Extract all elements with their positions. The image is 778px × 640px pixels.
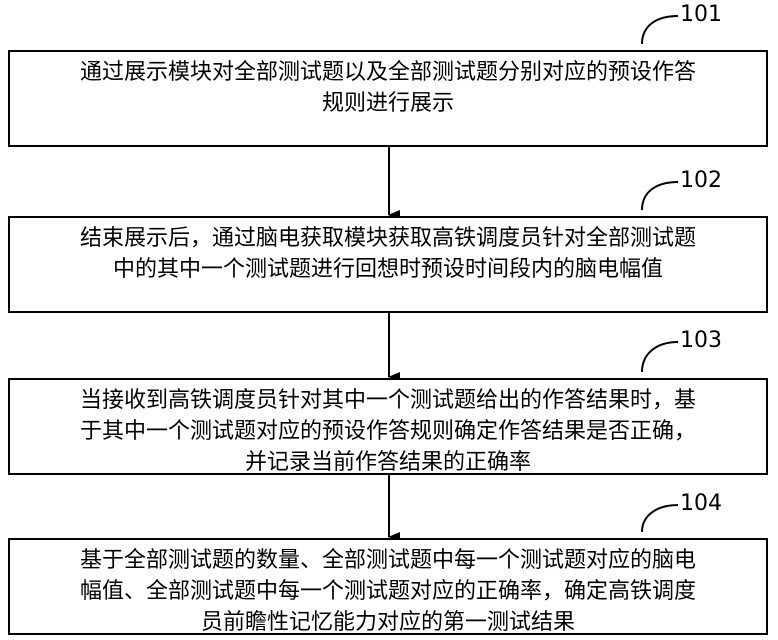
step-ref-102: 102 — [680, 170, 722, 192]
leader-102 — [642, 182, 678, 210]
step-ref-101: 101 — [680, 4, 722, 26]
step-ref-104: 104 — [680, 493, 722, 515]
step-text-line: 当接收到高铁调度员针对其中一个测试题给出的作答结果时，基 — [16, 385, 760, 416]
step-box-104: 基于全部测试题的数量、全部测试题中每一个测试题对应的脑电 幅值、全部测试题中每一… — [8, 538, 768, 635]
step-text-line: 规则进行展示 — [16, 88, 760, 119]
step-text-line: 并记录当前作答结果的正确率 — [16, 447, 760, 478]
leader-104 — [642, 505, 678, 532]
step-ref-103: 103 — [680, 330, 722, 352]
step-box-102: 结束展示后，通过脑电获取模块获取高铁调度员针对全部测试题 中的其中一个测试题进行… — [8, 216, 768, 313]
step-text-line: 中的其中一个测试题进行回想时预设时间段内的脑电幅值 — [16, 254, 760, 285]
step-box-101: 通过展示模块对全部测试题以及全部测试题分别对应的预设作答 规则进行展示 — [8, 50, 768, 147]
step-text-line: 通过展示模块对全部测试题以及全部测试题分别对应的预设作答 — [16, 57, 760, 88]
step-box-103: 当接收到高铁调度员针对其中一个测试题给出的作答结果时，基 于其中一个测试题对应的… — [8, 378, 768, 475]
step-text-line: 员前瞻性记忆能力对应的第一测试结果 — [16, 607, 760, 638]
leader-101 — [642, 16, 678, 44]
step-text-line: 基于全部测试题的数量、全部测试题中每一个测试题对应的脑电 — [16, 545, 760, 576]
leader-103 — [642, 342, 678, 372]
step-text-line: 幅值、全部测试题中每一个测试题对应的正确率，确定高铁调度 — [16, 576, 760, 607]
step-text-line: 结束展示后，通过脑电获取模块获取高铁调度员针对全部测试题 — [16, 223, 760, 254]
step-text-line: 于其中一个测试题对应的预设作答规则确定作答结果是否正确， — [16, 416, 760, 447]
